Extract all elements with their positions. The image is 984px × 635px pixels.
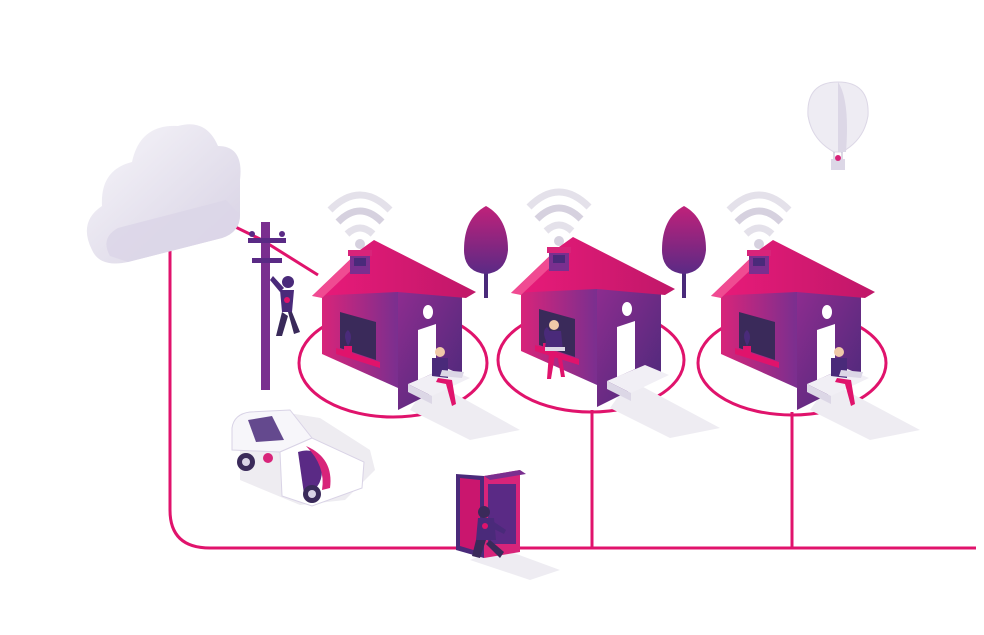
houses [312, 188, 875, 410]
wifi-icon [726, 191, 792, 249]
service-van-icon [231, 409, 375, 507]
person-icon [831, 347, 863, 406]
house-attic-window [622, 302, 632, 316]
cloud-icon [86, 124, 241, 264]
person-icon [545, 320, 565, 379]
cabinet-worker-technician [472, 506, 506, 558]
house-icon [511, 188, 675, 407]
laptop-icon [839, 370, 863, 378]
tree-icon [662, 206, 706, 298]
house-door [617, 321, 635, 377]
hot-air-balloon-icon [807, 81, 869, 170]
plant-pot [743, 346, 751, 354]
pole-climber-technician [270, 276, 300, 336]
house-icon [312, 191, 476, 410]
house-attic-window [423, 305, 433, 319]
street-cabinet-icon [456, 470, 560, 580]
house-door [418, 324, 436, 380]
wifi-icon [327, 191, 393, 249]
plant-pot [344, 346, 352, 354]
wifi-icon [526, 188, 592, 246]
main-fiber-line [168, 240, 976, 550]
person-icon [432, 347, 464, 406]
house-step [607, 365, 669, 393]
house-icon [711, 191, 875, 410]
utility-pole-icon [248, 222, 286, 390]
house-attic-window [822, 305, 832, 319]
house-roof [312, 240, 476, 298]
tree-icon [464, 206, 508, 298]
house-door [817, 324, 835, 380]
house-roof [711, 240, 875, 298]
laptop-icon [545, 347, 565, 351]
laptop-icon [440, 370, 464, 378]
house-roof [511, 237, 675, 295]
house-shadows [410, 380, 920, 440]
